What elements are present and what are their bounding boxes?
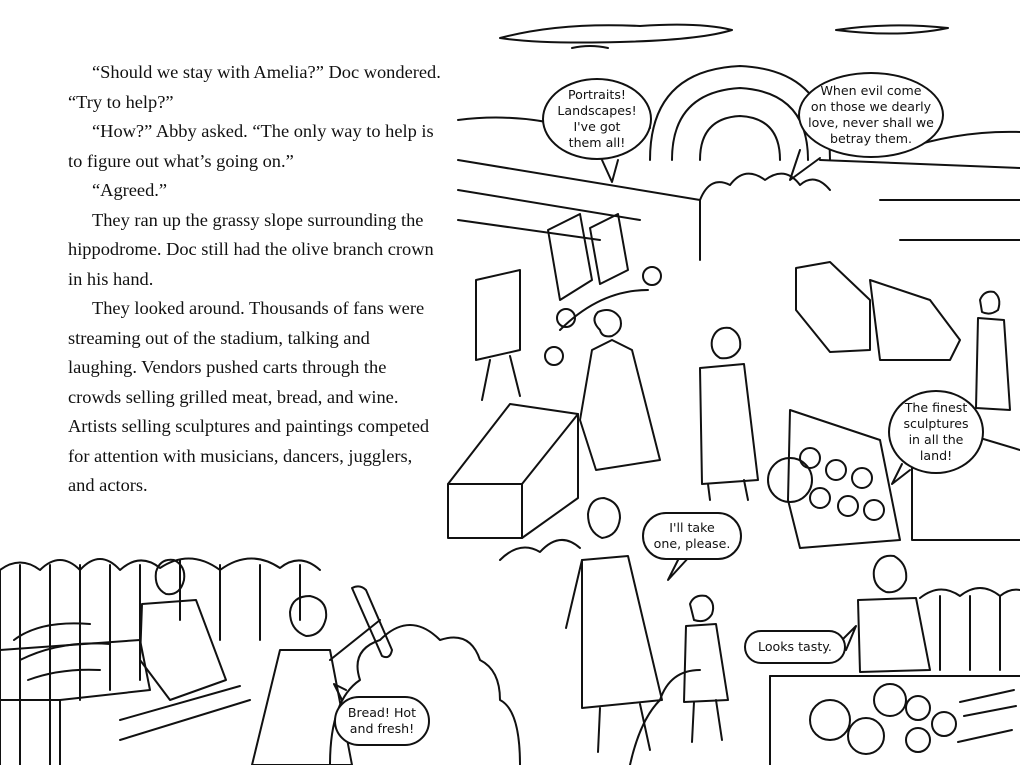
speech-bubble-text: When evil come on those we dearly love, … [808, 83, 934, 146]
speech-bubble-take-one: I'll take one, please. [642, 512, 742, 560]
story-paragraph: “Should we stay with Amelia?” Doc wonder… [68, 62, 441, 112]
speech-bubble-evil: When evil come on those we dearly love, … [798, 72, 944, 158]
speech-bubble-text: Bread! Hot and fresh! [347, 705, 417, 736]
story-paragraph: “Agreed.” [92, 180, 168, 200]
story-paragraph: “How?” Abby asked. “The only way to help… [68, 121, 434, 171]
speech-bubble-looks-tasty: Looks tasty. [744, 630, 846, 664]
story-text: “Should we stay with Amelia?” Doc wonder… [68, 58, 443, 501]
speech-bubble-text: I'll take one, please. [653, 520, 731, 551]
story-paragraph: They ran up the grassy slope surrounding… [68, 209, 434, 289]
speech-bubble-sculptures: The finest sculptures in all the land! [888, 390, 984, 474]
speech-bubble-text: Looks tasty. [758, 639, 832, 654]
story-paragraph: They looked around. Thousands of fans we… [68, 298, 430, 495]
speech-bubble-text: The finest sculptures in all the land! [903, 400, 969, 463]
speech-bubble-text: Portraits! Landscapes! I've got them all… [557, 87, 637, 150]
speech-bubble-portraits: Portraits! Landscapes! I've got them all… [542, 78, 652, 160]
speech-bubble-bread: Bread! Hot and fresh! [334, 696, 430, 746]
